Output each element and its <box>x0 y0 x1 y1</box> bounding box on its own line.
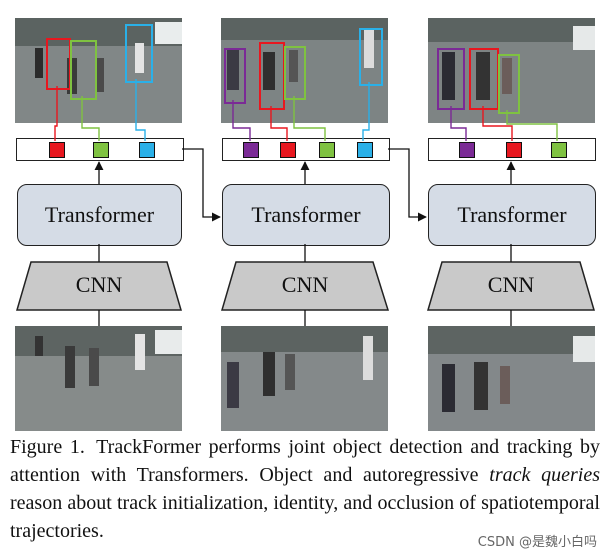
bbox-green <box>498 54 520 114</box>
token-red <box>49 142 65 158</box>
input-frame-1 <box>15 326 182 431</box>
transformer-label: Transformer <box>251 202 361 227</box>
transformer-label: Transformer <box>44 202 155 227</box>
figure-caption: Figure 1. TrackFormer performs joint obj… <box>10 433 600 545</box>
transformer-block-1: Transformer <box>17 184 182 246</box>
watermark: CSDN @是魏小白吗 <box>477 535 597 550</box>
caption-italic: track queries <box>489 464 600 486</box>
tracked-frame-3 <box>428 18 595 123</box>
query-bar-2 <box>222 138 390 161</box>
diagram: Transformer Transformer <box>15 18 596 431</box>
transformer-block-2: Transformer <box>222 184 390 246</box>
tracked-frame-2 <box>221 18 388 123</box>
figure-number: Figure 1. <box>10 436 85 458</box>
bbox-purple <box>224 48 246 104</box>
frame-scene <box>221 326 388 431</box>
frame-scene <box>428 18 595 123</box>
cnn-label-1: CNN <box>75 272 123 297</box>
query-bar-1 <box>16 138 184 161</box>
bbox-green <box>70 40 97 100</box>
input-frame-3 <box>428 326 595 431</box>
token-purple <box>459 142 475 158</box>
bbox-blue <box>125 24 153 83</box>
connections <box>16 79 595 326</box>
frame-scene <box>15 326 182 431</box>
token-purple <box>243 142 259 158</box>
tracked-frame-1 <box>15 18 182 123</box>
transformer-block-3: Transformer <box>428 184 596 246</box>
token-blue <box>357 142 373 158</box>
token-red <box>280 142 296 158</box>
transformer-label: Transformer <box>457 202 567 227</box>
token-red <box>506 142 522 158</box>
token-blue <box>139 142 155 158</box>
cnn-block-2 <box>221 261 390 311</box>
caption-text-b: reason about track initialization, ident… <box>10 492 600 542</box>
cnn-block-3 <box>427 261 595 311</box>
cnn-label-3: CNN <box>487 272 535 297</box>
token-green <box>93 142 109 158</box>
bbox-blue <box>359 28 383 86</box>
caption-text-a: TrackFormer performs joint object detect… <box>10 436 600 486</box>
frame-scene <box>15 18 182 123</box>
token-green <box>319 142 335 158</box>
input-frame-2 <box>221 326 388 431</box>
token-green <box>551 142 567 158</box>
cnn-label-2: CNN <box>281 272 329 297</box>
frame-scene <box>428 326 595 431</box>
bbox-green <box>284 46 306 100</box>
cnn-block-1 <box>16 261 182 311</box>
